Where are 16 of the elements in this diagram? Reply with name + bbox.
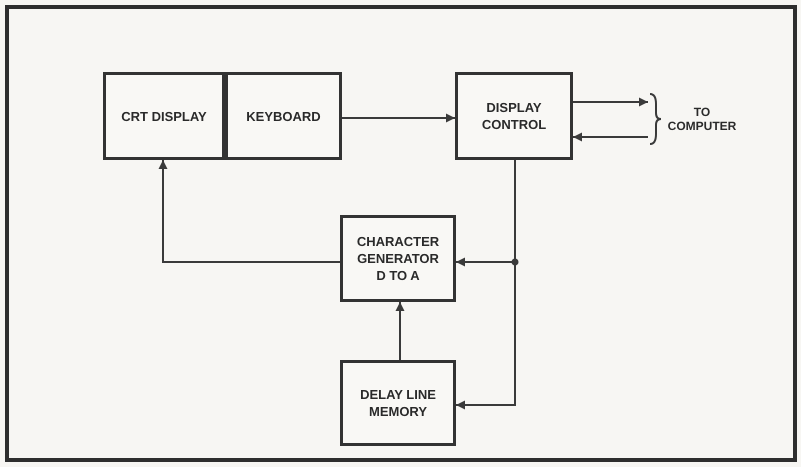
block-label: DISPLAY CONTROL: [480, 99, 548, 133]
block-box: [455, 72, 573, 160]
arrow: [158, 160, 340, 263]
block-label: KEYBOARD: [246, 108, 321, 124]
block-box: [103, 72, 225, 160]
arrow: [573, 132, 648, 142]
block-box: [225, 72, 342, 160]
io-label: TO COMPUTER: [666, 105, 738, 133]
block-box: [340, 215, 456, 302]
block-label: CRT DISPLAY: [121, 108, 207, 124]
block-label: DELAY LINE MEMORY: [359, 386, 437, 420]
block-label: CHARACTER GENERATOR D TO A: [356, 233, 440, 284]
arrow: [342, 114, 455, 122]
arrow: [396, 302, 404, 360]
arrow: [573, 98, 648, 106]
block-box: [340, 360, 456, 446]
